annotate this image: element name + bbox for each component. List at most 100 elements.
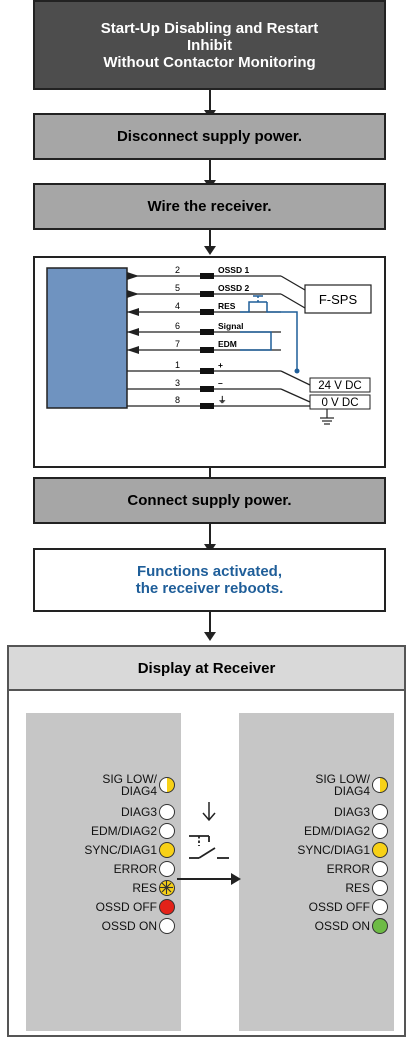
after-led-row: OSSD OFF [309,897,394,916]
before-led-row: RES [132,878,181,897]
signal-arrow-out [127,328,139,336]
led-label: OSSD ON [101,918,157,933]
step-wire-receiver: Wire the receiver. [33,183,386,230]
led-label: ERROR [113,861,157,876]
display-header: Display at Receiver [9,647,404,691]
controller-box [304,284,372,314]
led-label: SIG LOW/ DIAG4 [315,771,370,798]
status-led-icon [159,776,175,793]
step-activated-line-2: the receiver reboots. [135,580,284,597]
pin-label: OSSD 2 [218,283,249,293]
led-label: OSSD OFF [308,899,370,914]
after-led-row: ERROR [327,859,394,878]
terminal-block [200,386,214,392]
procedure-title-box: Start-Up Disabling and Restart Inhibit W… [33,0,386,90]
pin-label: – [218,378,223,388]
step-functions-activated: Functions activated, the receiver reboot… [33,548,386,612]
pin-label: OSSD 1 [218,265,249,275]
terminal-block [200,309,214,315]
flashing-led-icon [160,880,173,894]
before-led-row: OSSD ON [102,916,181,935]
before-led-row: OSSD OFF [96,897,181,916]
pin-number: 5 [175,283,180,293]
terminal-block [200,329,214,335]
status-led-icon [159,917,175,934]
title-line-3: Without Contactor Monitoring [103,53,316,71]
led-label: SYNC/DIAG1 [297,842,370,857]
led-label: OSSD OFF [95,899,157,914]
pin-label: + [218,360,223,370]
step-disconnect-power: Disconnect supply power. [33,113,386,160]
pin-label: ⏚ [218,395,227,405]
terminal-block [200,347,214,353]
wire-line [280,293,306,309]
signal-arrow-out [127,308,139,316]
led-label: DIAG3 [333,804,370,819]
step-wire-label: Wire the receiver. [147,198,272,215]
step-connect-label: Connect supply power. [127,492,292,509]
pin-number: 4 [175,301,180,311]
pin-number: 8 [175,395,180,405]
transition-arrow [177,873,241,885]
terminal-block [200,273,214,279]
status-led-icon [372,917,388,934]
signal-arrow-in [127,290,139,298]
step-disconnect-label: Disconnect supply power. [116,128,303,145]
status-led-icon [372,822,388,839]
supply-minus-label: 0 V DC [321,397,358,409]
before-led-row: EDM/DIAG2 [91,821,181,840]
receiver-block [46,267,128,409]
after-led-row: SIG LOW/ DIAG4 [315,771,394,798]
reset-supply-wire [266,302,298,371]
wire-line [280,275,306,291]
status-led-icon [372,841,388,858]
status-led-icon [159,803,175,820]
signal-arrow-out [127,346,139,354]
after-led-row: DIAG3 [334,802,394,821]
terminal-block [200,291,214,297]
led-label: OSSD ON [314,918,370,933]
pin-label: EDM [218,339,237,349]
before-led-row: SIG LOW/ DIAG4 [102,773,181,797]
status-led-icon [159,822,175,839]
before-led-row: DIAG3 [121,802,181,821]
before-led-row: ERROR [114,859,181,878]
status-led-icon [372,879,388,896]
terminal-block [200,403,214,409]
display-header-label: Display at Receiver [137,659,276,677]
led-label: EDM/DIAG2 [90,823,157,838]
press-button-icon [189,802,229,859]
status-led-icon [159,879,175,896]
pin-label: Signal [218,321,244,331]
status-led-icon [372,860,388,877]
controller-label: F-SPS [319,292,358,307]
after-led-row: EDM/DIAG2 [304,821,394,840]
reset-button-wire [240,301,267,313]
title-line-1: Start-Up Disabling and Restart [100,19,319,37]
after-led-row: OSSD ON [315,916,394,935]
pin-number: 2 [175,265,180,275]
title-line-2: Inhibit [187,36,232,54]
pin-number: 1 [175,360,180,370]
supply-plus-box [309,377,371,393]
wire-line [280,388,311,403]
step-connect-power: Connect supply power. [33,477,386,524]
led-label: EDM/DIAG2 [303,823,370,838]
status-led-icon [159,841,175,858]
led-label: SYNC/DIAG1 [84,842,157,857]
status-led-icon [372,803,388,820]
pin-label: RES [218,301,236,311]
pin-number: 3 [175,378,180,388]
signal-edm-bridge [240,331,272,351]
step-activated-line-1: Functions activated, [136,563,283,580]
wire-line [280,370,311,386]
after-led-row: SYNC/DIAG1 [297,840,394,859]
led-label: RES [132,880,157,895]
junction-dot [294,368,300,374]
supply-minus-box [309,394,371,410]
